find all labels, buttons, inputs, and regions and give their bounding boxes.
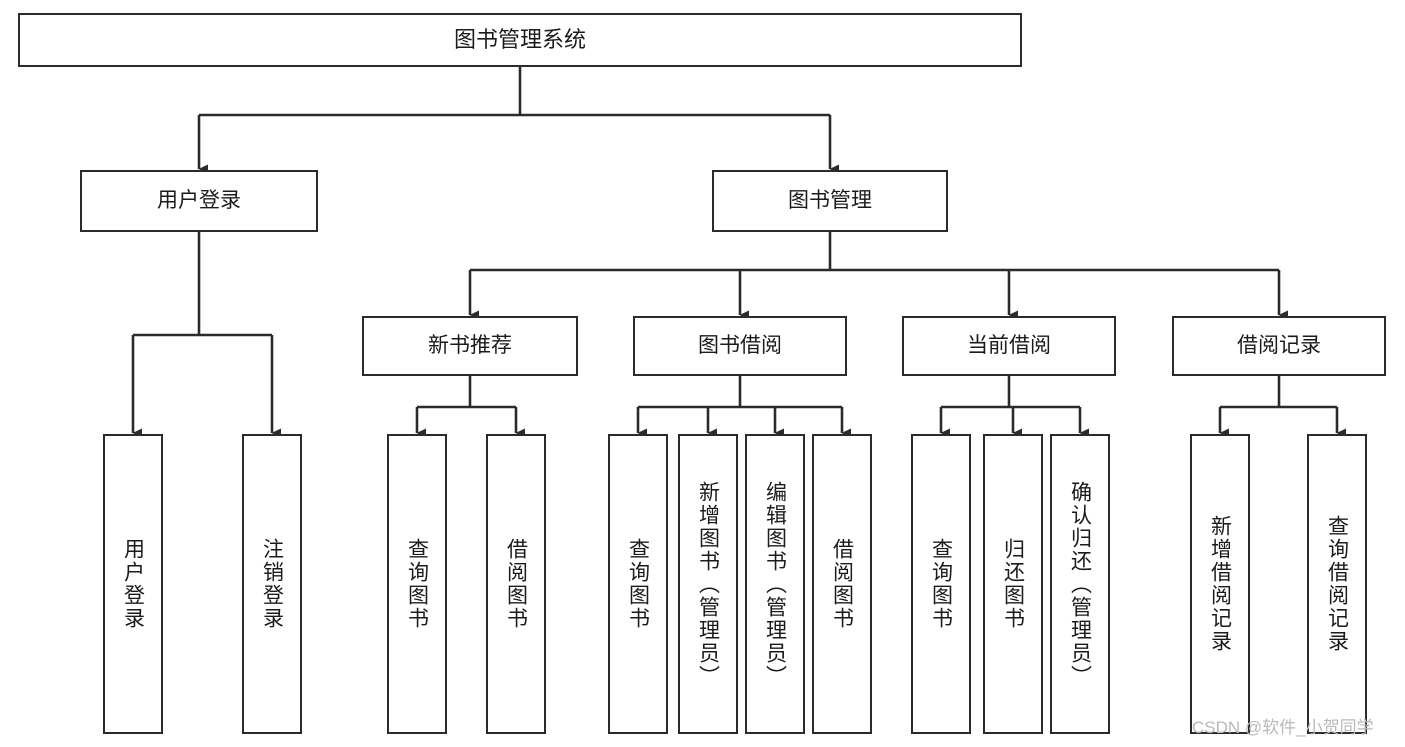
csdn-watermark: CSDN @软件_小贺同学 [1192,718,1374,737]
node-new-book-recommend[interactable]: 新书推荐 [362,316,578,376]
node-user-login[interactable]: 用户登录 [80,170,318,232]
node-label: 查询图书 [626,538,650,630]
node-label: 新增借阅记录 [1208,515,1232,653]
connector-paths [131,67,1346,438]
node-leaf-query-borrow-record[interactable]: 查询借阅记录 [1307,434,1367,734]
node-leaf-query-book-borrow[interactable]: 查询图书 [608,434,668,734]
node-label: 图书管理 [788,188,872,212]
node-leaf-add-borrow-record[interactable]: 新增借阅记录 [1190,434,1250,734]
node-label: 新书推荐 [428,333,512,357]
node-label: 图书借阅 [698,333,782,357]
node-leaf-query-book-rec[interactable]: 查询图书 [387,434,447,734]
node-leaf-return-book[interactable]: 归还图书 [983,434,1043,734]
node-leaf-query-book-current[interactable]: 查询图书 [911,434,971,734]
node-leaf-logout[interactable]: 注销登录 [242,434,302,734]
node-label: 查询图书 [929,538,953,630]
node-label: 用户登录 [157,188,241,212]
node-label: 归还图书 [1001,538,1025,630]
node-leaf-add-book-admin[interactable]: 新增图书（管理员） [678,434,738,734]
node-label: 借阅图书 [830,538,854,630]
node-label: 借阅记录 [1237,333,1321,357]
node-label: 确认归还（管理员） [1068,480,1092,688]
node-label: 新增图书（管理员） [696,480,720,688]
node-borrow-record[interactable]: 借阅记录 [1172,316,1386,376]
node-label: 查询图书 [405,538,429,630]
node-label: 借阅图书 [504,538,528,630]
node-leaf-borrow-book-rec[interactable]: 借阅图书 [486,434,546,734]
node-leaf-confirm-return-admin[interactable]: 确认归还（管理员） [1050,434,1110,734]
node-label: 图书管理系统 [453,27,586,53]
node-leaf-user-login[interactable]: 用户登录 [103,434,163,734]
node-label: 查询借阅记录 [1325,515,1349,653]
node-current-borrow[interactable]: 当前借阅 [902,316,1116,376]
node-leaf-borrow-book[interactable]: 借阅图书 [812,434,872,734]
node-label: 注销登录 [260,538,284,630]
node-root-system[interactable]: 图书管理系统 [18,13,1022,67]
node-book-management[interactable]: 图书管理 [712,170,948,232]
node-book-borrow[interactable]: 图书借阅 [633,316,847,376]
node-label: 编辑图书（管理员） [763,480,787,688]
node-label: 用户登录 [121,538,145,630]
node-label: 当前借阅 [967,333,1051,357]
node-leaf-edit-book-admin[interactable]: 编辑图书（管理员） [745,434,805,734]
